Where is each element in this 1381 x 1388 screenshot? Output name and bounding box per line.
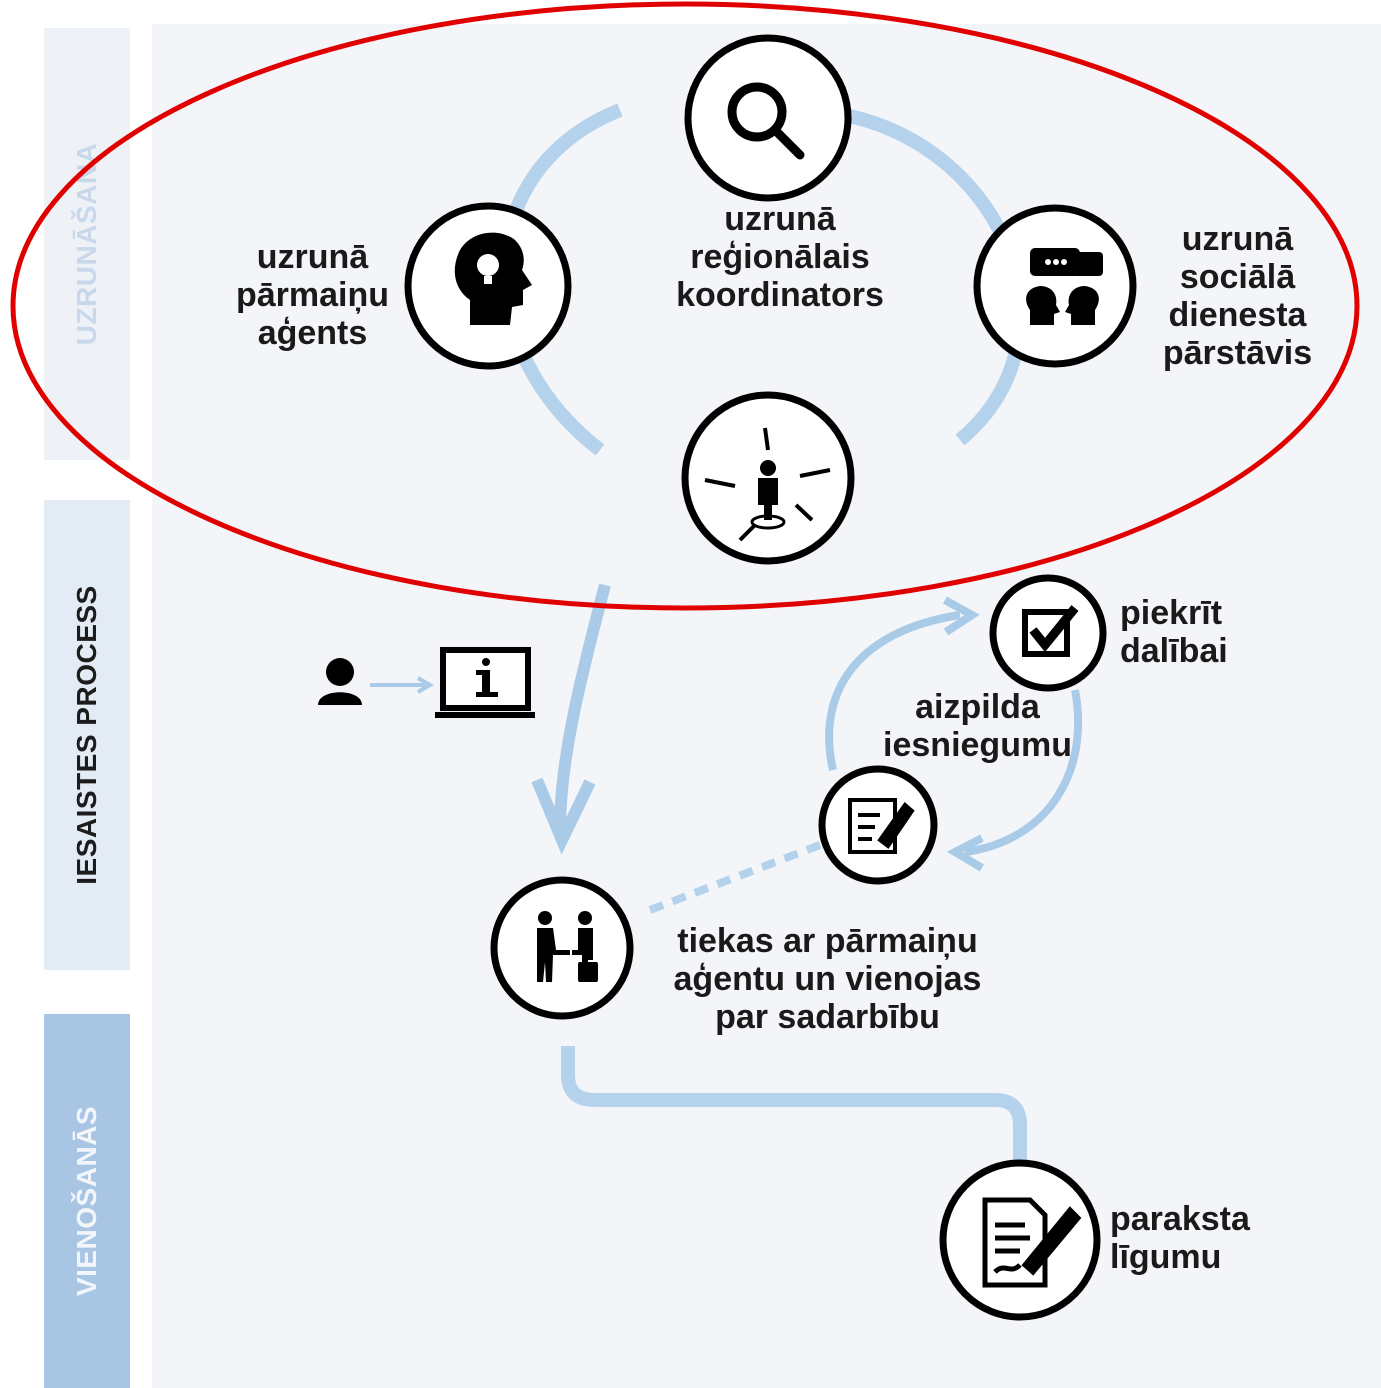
head-idea-icon (454, 232, 532, 325)
stage-band-uzrunasana: UZRUNĀŠANA (44, 28, 130, 460)
stage-band-vienosanas: VIENOŠANĀS (44, 1014, 130, 1388)
loop-arrow-down (964, 689, 1083, 856)
label-social: uzrunā sociālā dienesta pārstāvis (1162, 220, 1313, 372)
fill-circle (818, 765, 938, 885)
label-agree: piekrīt dalībai (1120, 594, 1228, 670)
loop-arrow-up (825, 611, 961, 771)
meet-to-sign-connector (561, 1046, 1027, 1165)
label-agent: uzrunā pārmaiņu aģents (235, 238, 390, 352)
diagram-background (152, 24, 1381, 1388)
label-meet: tiekas ar pārmaiņu aģentu un vienojas pa… (673, 922, 982, 1036)
search-icon (727, 82, 805, 160)
dashed-link (648, 841, 822, 914)
agree-circle (989, 574, 1107, 692)
label-coordinator: uzrunā reģionālais koordinators (676, 200, 884, 314)
coordinator-circle (684, 34, 852, 202)
chat-people-icon (1026, 248, 1103, 325)
stage-band-iesaistes: IESAISTES PROCESS (44, 500, 130, 970)
info-monitor-icon (435, 647, 535, 718)
flow-arrow-down (554, 583, 611, 831)
user-icon (318, 658, 362, 705)
contract-sign-icon (982, 1197, 1082, 1288)
form-edit-icon (848, 798, 915, 854)
label-sign: paraksta līgumu (1110, 1200, 1250, 1276)
checkbox-icon (1022, 605, 1079, 657)
handshake-people-icon (537, 911, 598, 982)
target-person-icon (704, 427, 831, 542)
highlight-ellipse (10, 1, 1360, 611)
meet-circle (490, 876, 634, 1020)
flow-arrow-down-head (531, 777, 596, 855)
social-circle (973, 204, 1137, 368)
label-fill: aizpilda iesniegumu (883, 688, 1072, 764)
